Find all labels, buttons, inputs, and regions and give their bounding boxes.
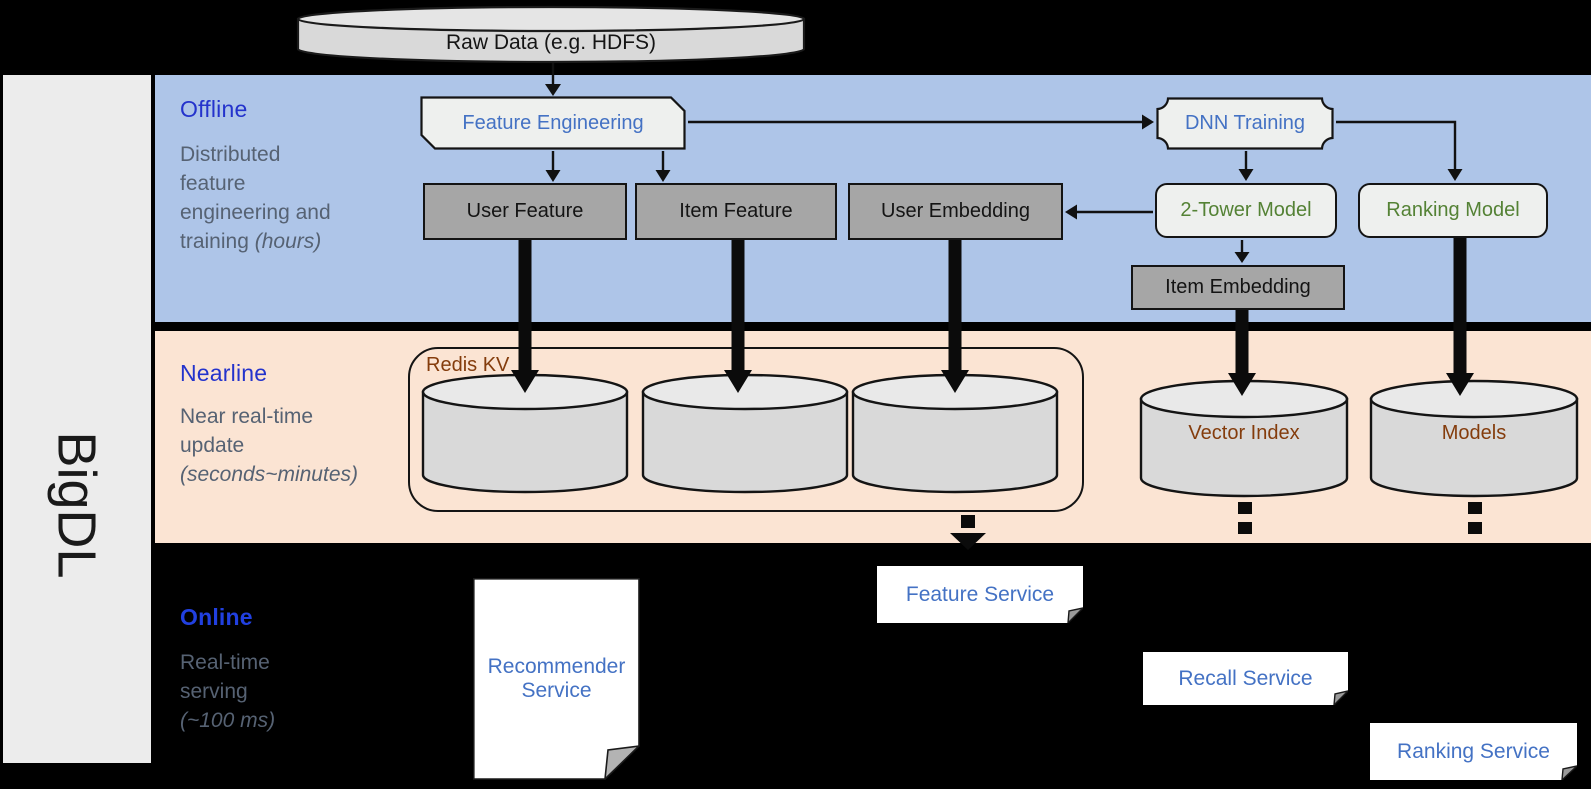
feature-service-node: Feature Service bbox=[877, 566, 1083, 623]
item-feature-node: Item Feature bbox=[635, 183, 837, 240]
offline-description-text: Distributed feature engineering and trai… bbox=[180, 143, 331, 253]
online-title: Online bbox=[180, 604, 253, 630]
redis-cylinder-2 bbox=[640, 372, 850, 496]
item-feature-label: Item Feature bbox=[679, 200, 793, 222]
offline-description-note: (hours) bbox=[254, 230, 322, 253]
user-feature-label: User Feature bbox=[466, 200, 584, 222]
recall-service-shape bbox=[1143, 652, 1348, 705]
raw-data-store: Raw Data (e.g. HDFS) bbox=[296, 4, 806, 66]
dnn-training-node: DNN Training bbox=[1156, 97, 1334, 150]
online-description-note: (~100 ms) bbox=[180, 709, 276, 732]
online-description-text: Real-time serving bbox=[180, 651, 270, 703]
redis-cylinder-3 bbox=[850, 372, 1060, 496]
feature-engineering-shape bbox=[420, 96, 686, 150]
ranking-model-label: Ranking Model bbox=[1386, 199, 1520, 221]
feature-service-label: Feature Service bbox=[905, 582, 1055, 606]
recall-service-label: Recall Service bbox=[1178, 666, 1313, 690]
bigdl-sidebar: BigDL bbox=[3, 75, 151, 763]
recommender-service-shape bbox=[473, 578, 640, 780]
bigdl-logo-text: BigDL bbox=[46, 431, 107, 579]
raw-data-cylinder-shape bbox=[296, 5, 806, 64]
two-tower-model-label: 2-Tower Model bbox=[1180, 199, 1312, 221]
recommender-service-node: Recommender Service bbox=[473, 578, 640, 780]
vector-index-store: Vector Index bbox=[1138, 378, 1350, 500]
two-tower-model-node: 2-Tower Model bbox=[1155, 183, 1337, 238]
ranking-service-node: Ranking Service bbox=[1370, 723, 1577, 780]
recall-service-node: Recall Service bbox=[1143, 652, 1348, 705]
raw-data-label: Raw Data (e.g. HDFS) bbox=[445, 31, 657, 54]
dnn-training-label: DNN Training bbox=[1184, 112, 1306, 134]
bigdl-logo: BigDL bbox=[3, 425, 151, 585]
user-feature-node: User Feature bbox=[423, 183, 627, 240]
user-embedding-label: User Embedding bbox=[881, 200, 1030, 222]
item-embedding-label: Item Embedding bbox=[1165, 276, 1311, 298]
ranking-service-label: Ranking Service bbox=[1397, 739, 1550, 763]
recommender-service-label: Recommender Service bbox=[487, 655, 626, 702]
models-label: Models bbox=[1441, 422, 1507, 444]
feature-engineering-label: Feature Engineering bbox=[462, 111, 644, 134]
offline-title: Offline bbox=[180, 96, 248, 122]
nearline-description-text: Near real-time update bbox=[180, 405, 314, 457]
nearline-description-note: (seconds~minutes) bbox=[180, 463, 358, 486]
nearline-title: Nearline bbox=[180, 360, 268, 386]
offline-description: Distributed feature engineering and trai… bbox=[180, 140, 342, 256]
ranking-service-shape bbox=[1370, 723, 1577, 780]
feature-service-shape bbox=[877, 566, 1083, 623]
ranking-model-node: Ranking Model bbox=[1358, 183, 1548, 238]
feature-engineering-node: Feature Engineering bbox=[420, 96, 686, 150]
online-description: Real-time serving (~100 ms) bbox=[180, 648, 300, 735]
redis-kv-label: Redis KV bbox=[426, 354, 510, 376]
vector-index-label: Vector Index bbox=[1188, 422, 1300, 444]
nearline-description: Near real-time update (seconds~minutes) bbox=[180, 402, 358, 489]
redis-kv-container: Redis KV bbox=[408, 347, 1084, 512]
redis-cylinder-1 bbox=[420, 372, 630, 496]
dnn-training-shape bbox=[1156, 97, 1334, 150]
models-store: Models bbox=[1368, 378, 1580, 500]
item-embedding-node: Item Embedding bbox=[1131, 265, 1345, 310]
user-embedding-node: User Embedding bbox=[848, 183, 1063, 240]
